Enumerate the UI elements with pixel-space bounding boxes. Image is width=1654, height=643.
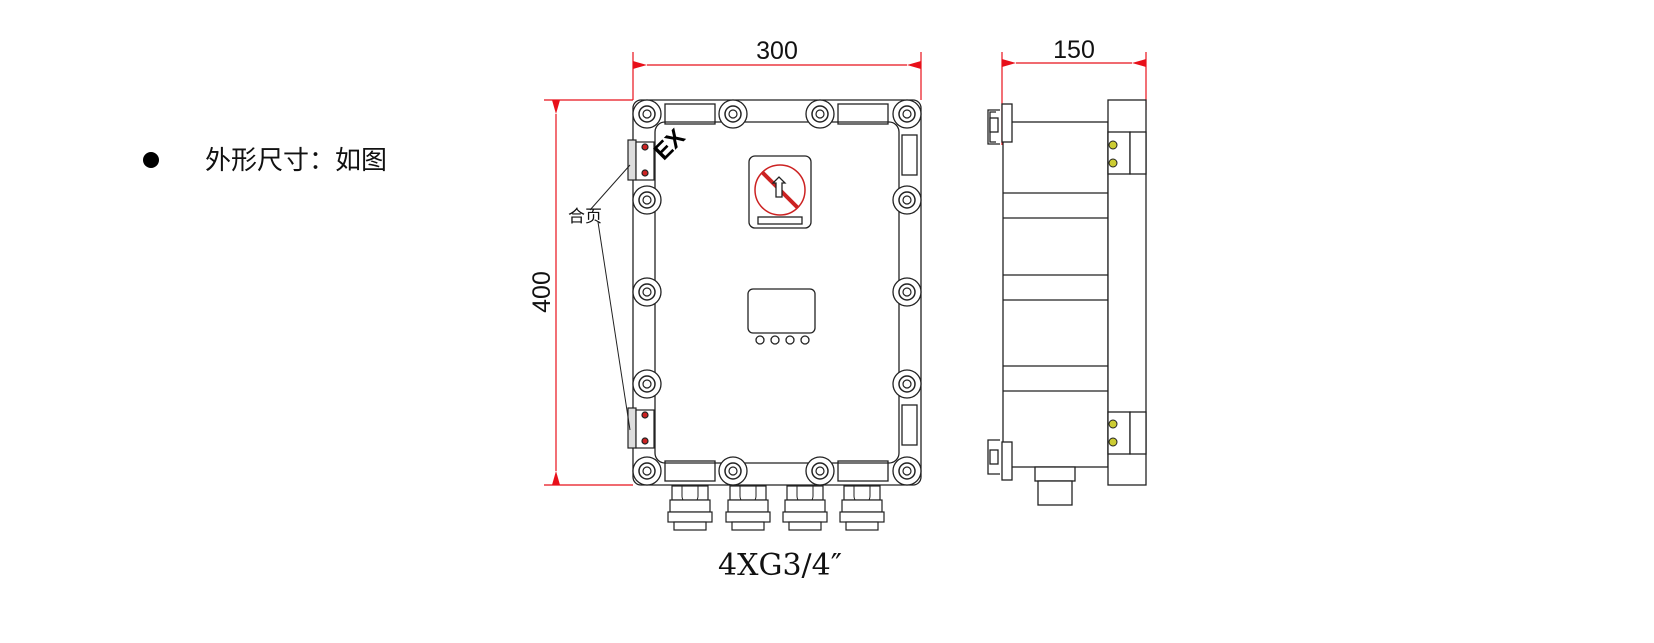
width-dimension [632,52,922,100]
display-window [747,288,816,345]
hinge-label: 合页 [568,207,602,227]
gland-label: 4XG3/4″ [718,548,842,583]
side-screws [1108,140,1118,447]
rotary-switch [748,155,812,229]
cable-glands [667,485,885,531]
height-dimension [544,99,633,486]
bullet-icon [143,152,159,168]
depth-dimension-value: 150 [1053,36,1095,64]
hinge-leader [597,221,631,431]
hinges [627,139,655,449]
height-dimension-value: 400 [528,271,556,313]
hinge-leader [589,164,631,211]
enclosure-side-view [987,99,1147,506]
spec-line: 外形尺寸：如图 [205,146,388,176]
width-dimension-value: 300 [756,37,798,65]
